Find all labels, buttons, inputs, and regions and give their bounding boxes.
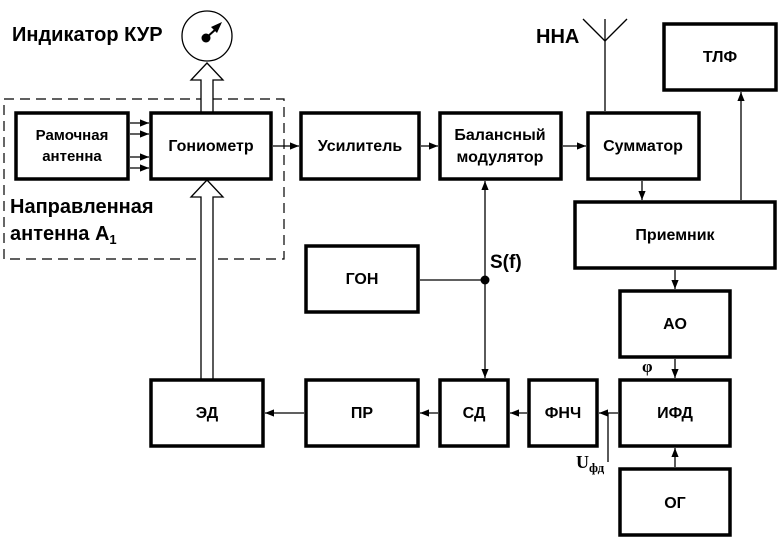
tlf-label: ТЛФ: [703, 49, 738, 66]
block-amplifier: Усилитель: [299, 111, 421, 181]
u-fd-label: Uфд: [576, 452, 605, 475]
ifd-label: ИФД: [657, 405, 693, 422]
balanced-modulator-label-2: модулятор: [457, 149, 544, 166]
ed-to-goniometer-arrow: [189, 179, 225, 380]
block-goniometer: Гониометр: [149, 111, 273, 181]
goniometer-to-indicator-arrow: [189, 62, 225, 112]
directional-antenna-group-boundary: [3, 98, 285, 260]
signal-label: S(f): [490, 252, 522, 273]
ed-label: ЭД: [196, 405, 219, 422]
antenna-icon: [582, 18, 628, 111]
block-pr: ПР: [304, 378, 420, 448]
balanced-modulator-label-1: Балансный: [454, 127, 545, 144]
indicator-title: Индикатор КУР: [12, 24, 163, 46]
block-og: ОГ: [618, 467, 732, 537]
og-label: ОГ: [664, 495, 686, 512]
block-receiver: Приемник: [573, 200, 777, 270]
directional-antenna-label-1: Направленная: [10, 196, 154, 218]
ao-label: АО: [663, 316, 687, 333]
goniometer-label: Гониометр: [168, 138, 253, 155]
block-fnch: ФНЧ: [527, 378, 599, 448]
sd-label: СД: [463, 405, 486, 422]
block-summator: Сумматор: [586, 111, 701, 181]
fnch-label: ФНЧ: [545, 405, 581, 422]
block-gon: ГОН: [304, 244, 420, 314]
frame-antenna-label-1: Рамочная: [36, 127, 109, 144]
gon-label: ГОН: [346, 271, 379, 288]
dial-indicator-icon: [181, 10, 233, 62]
block-ao: АО: [618, 289, 732, 359]
block-balanced-modulator: Балансный модулятор: [438, 111, 563, 181]
omni-antenna-label: ННА: [536, 26, 579, 48]
block-ifd: ИФД: [618, 378, 732, 448]
pr-label: ПР: [351, 405, 374, 422]
amplifier-label: Усилитель: [318, 138, 403, 155]
summator-label: Сумматор: [603, 138, 683, 155]
directional-antenna-label-2: антенна А1: [10, 223, 117, 247]
block-sd: СД: [438, 378, 510, 448]
junction-dot: [480, 275, 490, 285]
frame-antenna-to-goniometer-arrows: [130, 119, 149, 172]
frame-antenna-label-2: антенна: [42, 148, 102, 165]
block-ed: ЭД: [149, 378, 265, 448]
block-tlf: ТЛФ: [662, 22, 778, 92]
phi-label: φ: [642, 357, 653, 376]
block-frame-antenna: Рамочная антенна: [14, 111, 130, 181]
receiver-label: Приемник: [635, 227, 715, 244]
